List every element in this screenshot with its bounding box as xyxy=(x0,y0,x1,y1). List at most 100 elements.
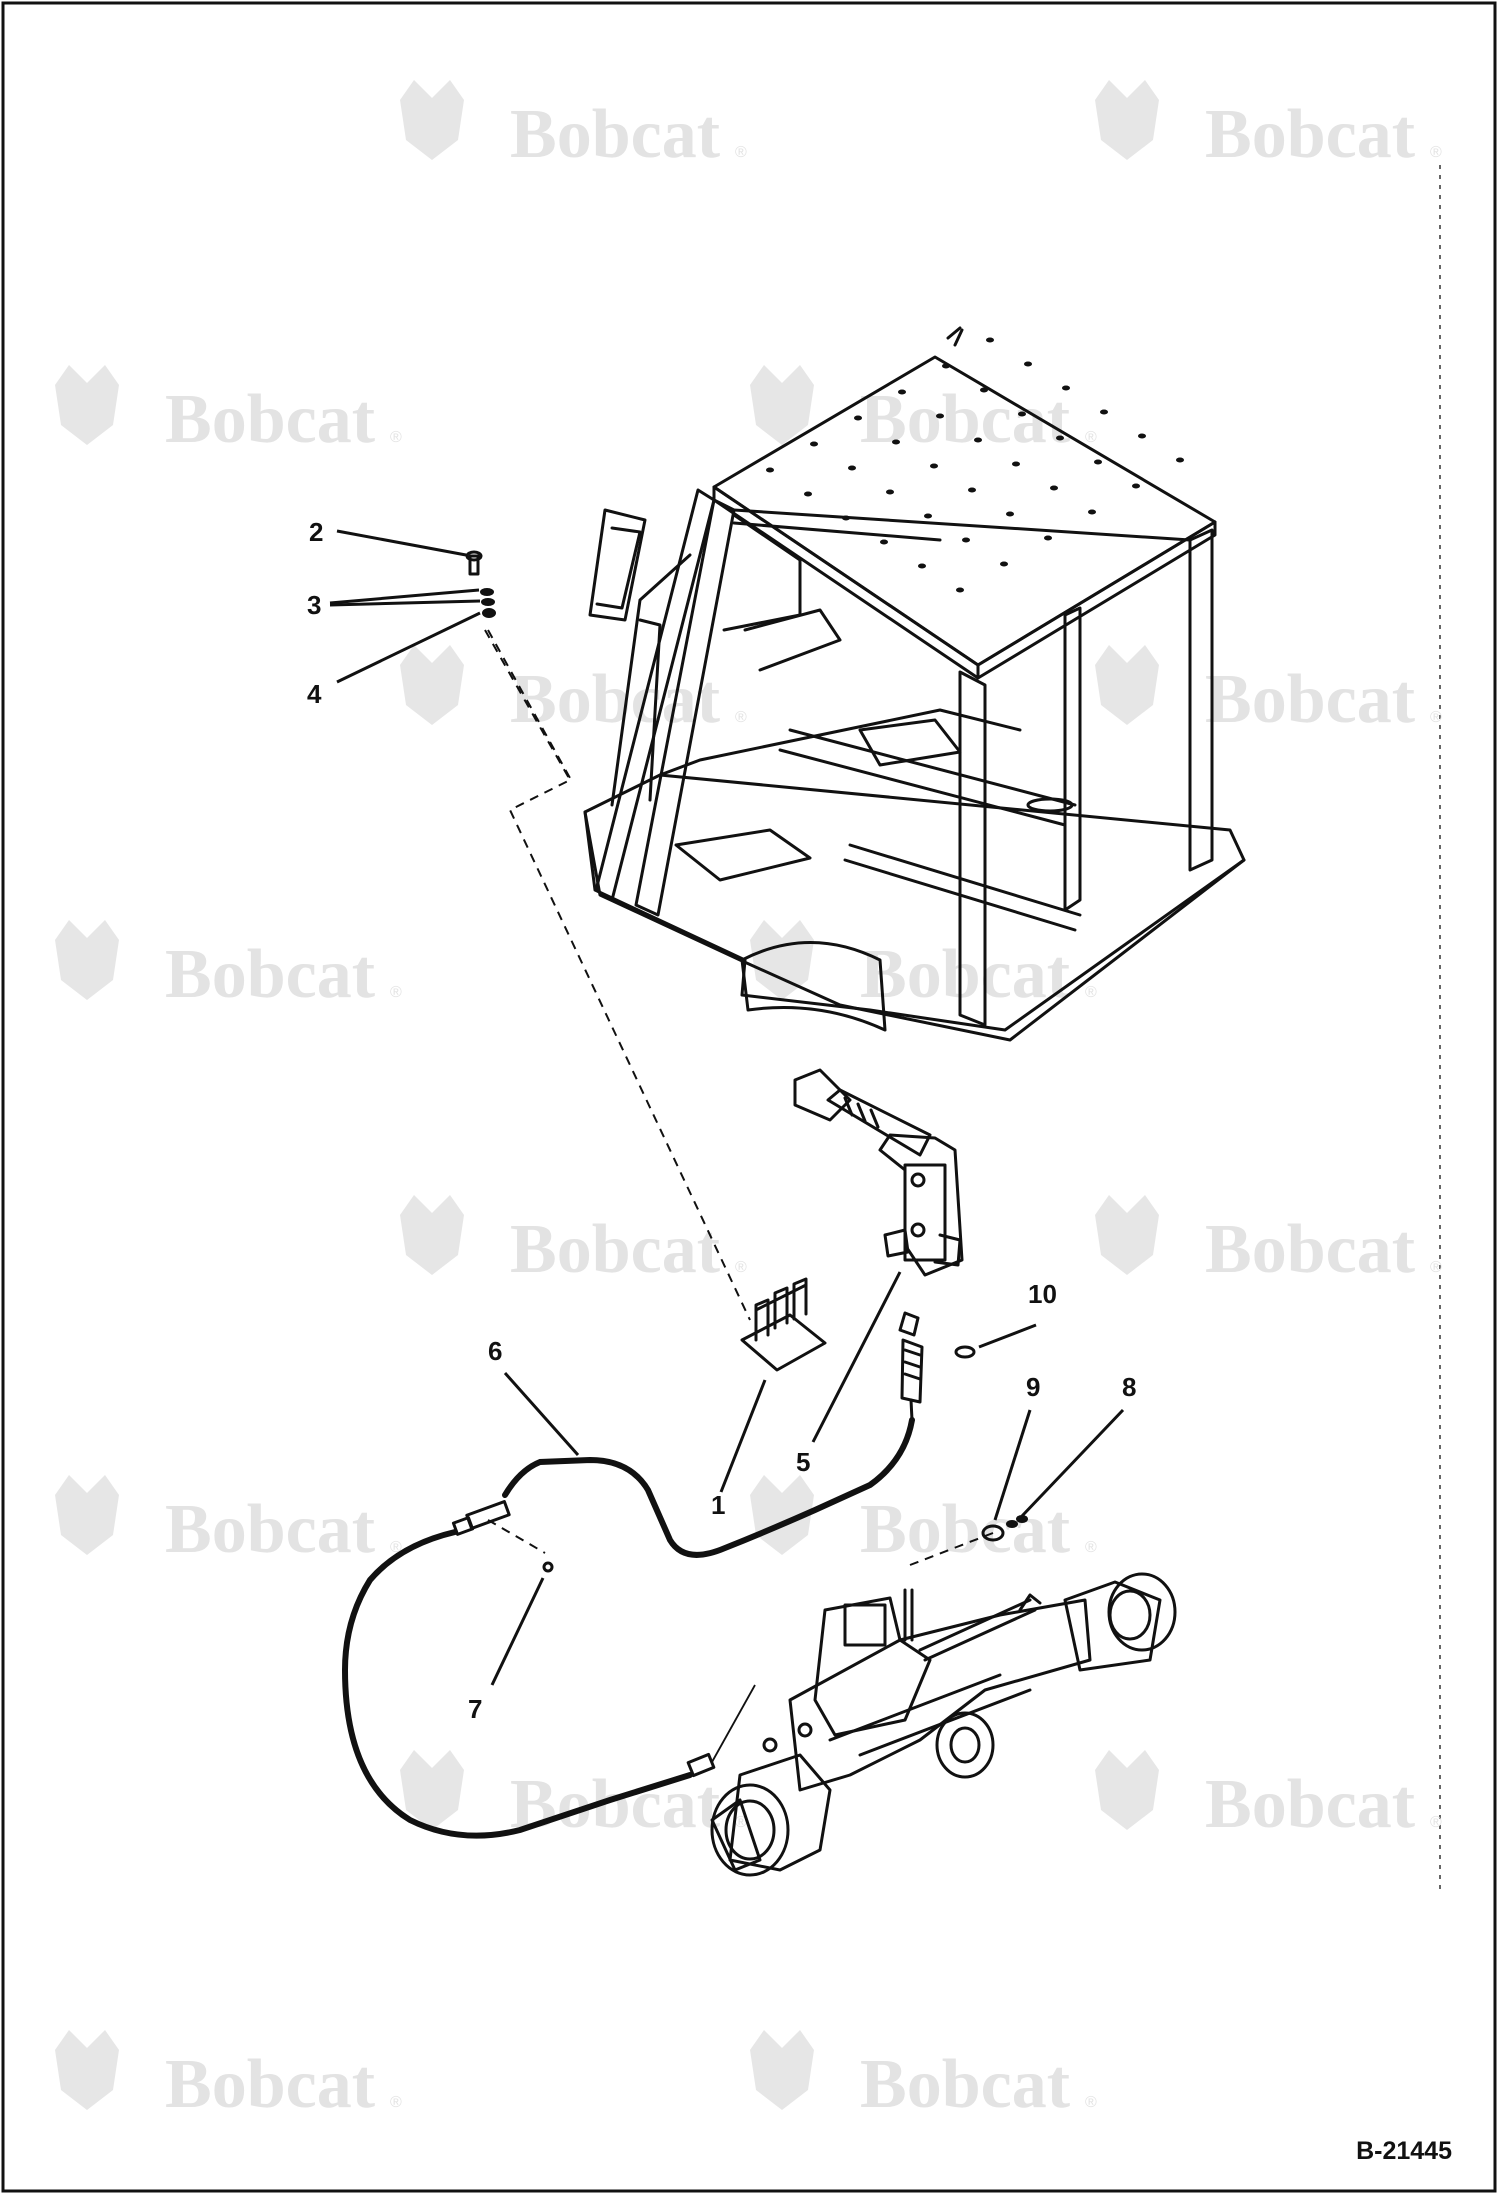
watermark-registered-mark: ® xyxy=(1430,709,1442,726)
roof-bolt-hole xyxy=(886,489,894,495)
roof-bolt-hole xyxy=(956,587,964,593)
roof-bolt-hole xyxy=(1094,459,1102,465)
roof-bolt-hole xyxy=(1012,461,1020,467)
bobcat-watermark: Bobcat ® xyxy=(1095,645,1442,738)
bobcat-watermark: Bobcat ® xyxy=(400,80,747,173)
bobcat-logo-icon xyxy=(55,365,119,445)
roof-bolt-hole xyxy=(1006,511,1014,517)
watermark-brand-text: Bobcat xyxy=(860,1491,1070,1568)
roof-bolt-hole xyxy=(848,465,856,471)
bobcat-watermark: Bobcat® xyxy=(400,1750,747,1843)
watermark-registered-mark: ® xyxy=(735,1814,747,1831)
hardware-stack xyxy=(465,550,496,618)
bobcat-watermark: Bobcat ® xyxy=(750,1475,1097,1568)
roof-bolt-hole xyxy=(1050,485,1058,491)
bobcat-watermark: Bobcat ® xyxy=(750,920,1097,1013)
watermark-brand-text: Bobcat xyxy=(510,96,720,173)
bobcat-logo-icon xyxy=(1095,1750,1159,1830)
watermark-registered-mark: ® xyxy=(1085,984,1097,1001)
callout-5: 5 xyxy=(796,1447,810,1477)
roof-bolt-hole xyxy=(980,387,988,393)
lever-mounting-bracket xyxy=(740,1277,827,1372)
watermark-registered-mark: ® xyxy=(1430,1259,1442,1276)
bobcat-logo-icon xyxy=(1095,1195,1159,1275)
bobcat-watermark: Bobcat® xyxy=(55,365,402,458)
watermark-brand-text: Bobcat xyxy=(1205,1211,1415,1288)
roof-bolt-hole xyxy=(930,463,938,469)
roof-bolt-hole xyxy=(880,539,888,545)
roof-bolt-hole xyxy=(1044,535,1052,541)
roof-bolt-hole xyxy=(810,441,818,447)
parking-brake-lever xyxy=(793,1068,964,1277)
bobcat-logo-icon xyxy=(400,645,464,725)
roof-bolt-hole xyxy=(986,337,994,343)
assembly-line-hardware xyxy=(487,629,571,779)
watermark-brand-text: Bobcat xyxy=(860,936,1070,1013)
roof-bolt-hole xyxy=(1088,509,1096,515)
watermark-registered-mark: ® xyxy=(1430,144,1442,161)
watermark-brand-text: Bobcat xyxy=(1205,96,1415,173)
roof-bolt-holes xyxy=(766,337,1184,593)
watermark-registered-mark: ® xyxy=(735,709,747,726)
roof-bolt-hole xyxy=(1132,483,1140,489)
assembly-line-clip xyxy=(487,1519,546,1554)
watermark-registered-mark: ® xyxy=(1085,2094,1097,2111)
roof-bolt-hole xyxy=(1176,457,1184,463)
bobcat-logo-icon xyxy=(1095,80,1159,160)
roof-bolt-hole xyxy=(1138,433,1146,439)
callout-4: 4 xyxy=(307,679,322,709)
roof-bolt-hole xyxy=(854,415,862,421)
roof-bolt-hole xyxy=(974,437,982,443)
bobcat-watermark: Bobcat® xyxy=(750,2030,1097,2123)
roof-bolt-hole xyxy=(968,487,976,493)
drawing-number: B-21445 xyxy=(1356,2137,1452,2165)
watermark-brand-text: Bobcat xyxy=(1205,661,1415,738)
roof-bolt-hole xyxy=(942,363,950,369)
roof-bolt-hole xyxy=(898,389,906,395)
watermark-registered-mark: ® xyxy=(735,144,747,161)
callout-10: 10 xyxy=(1028,1279,1057,1309)
roof-bolt-hole xyxy=(766,467,774,473)
bobcat-logo-icon xyxy=(750,2030,814,2110)
bobcat-logo-icon xyxy=(750,920,814,1000)
rear-axle xyxy=(710,1572,1177,1877)
watermark-brand-text: Bobcat xyxy=(165,2046,375,2123)
roof-bolt-hole xyxy=(1062,385,1070,391)
watermark-brand-text: Bobcat xyxy=(1205,1766,1415,1843)
watermark-layer: Bobcat ® Bobcat ® Bobcat ® Bobcat ® Bobcat ® Bobca… xyxy=(55,80,1442,2123)
bobcat-watermark: Bobcat® xyxy=(55,920,402,1013)
callout-3: 3 xyxy=(307,590,321,620)
bobcat-logo-icon xyxy=(400,80,464,160)
watermark-registered-mark: ® xyxy=(1430,1814,1442,1831)
roof-bolt-hole xyxy=(924,513,932,519)
roof-bolt-hole xyxy=(962,537,970,543)
bobcat-logo-icon xyxy=(55,2030,119,2110)
roof-bolt-hole xyxy=(936,413,944,419)
roof-bolt-hole xyxy=(1018,411,1026,417)
bobcat-watermark: Bobcat ® xyxy=(1095,1195,1442,1288)
bobcat-logo-icon xyxy=(400,1195,464,1275)
bobcat-logo-icon xyxy=(750,1475,814,1555)
roof-bolt-hole xyxy=(804,491,812,497)
bobcat-logo-icon xyxy=(55,1475,119,1555)
watermark-brand-text: Bobcat xyxy=(510,1211,720,1288)
bobcat-watermark: Bobcat® xyxy=(55,1475,402,1568)
callout-7: 7 xyxy=(468,1694,482,1724)
assembly-line-bracket xyxy=(484,629,751,1321)
callout-labels: 2 3 4 1 5 6 7 9 8 10 xyxy=(307,517,1136,1724)
watermark-brand-text: Bobcat xyxy=(165,1491,375,1568)
watermark-registered-mark: ® xyxy=(1085,1539,1097,1556)
callout-8: 8 xyxy=(1122,1372,1136,1402)
callout-2: 2 xyxy=(309,517,323,547)
callout-6: 6 xyxy=(488,1336,502,1366)
roof-bolt-hole xyxy=(1024,361,1032,367)
callout-9: 9 xyxy=(1026,1372,1040,1402)
bobcat-watermark: Bobcat® xyxy=(750,365,1097,458)
bobcat-watermark: Bobcat ® xyxy=(55,2030,402,2123)
watermark-brand-text: Bobcat xyxy=(165,936,375,1013)
roof-bolt-hole xyxy=(1056,435,1064,441)
watermark-registered-mark: ® xyxy=(390,2094,402,2111)
clip-7 xyxy=(542,1561,554,1573)
